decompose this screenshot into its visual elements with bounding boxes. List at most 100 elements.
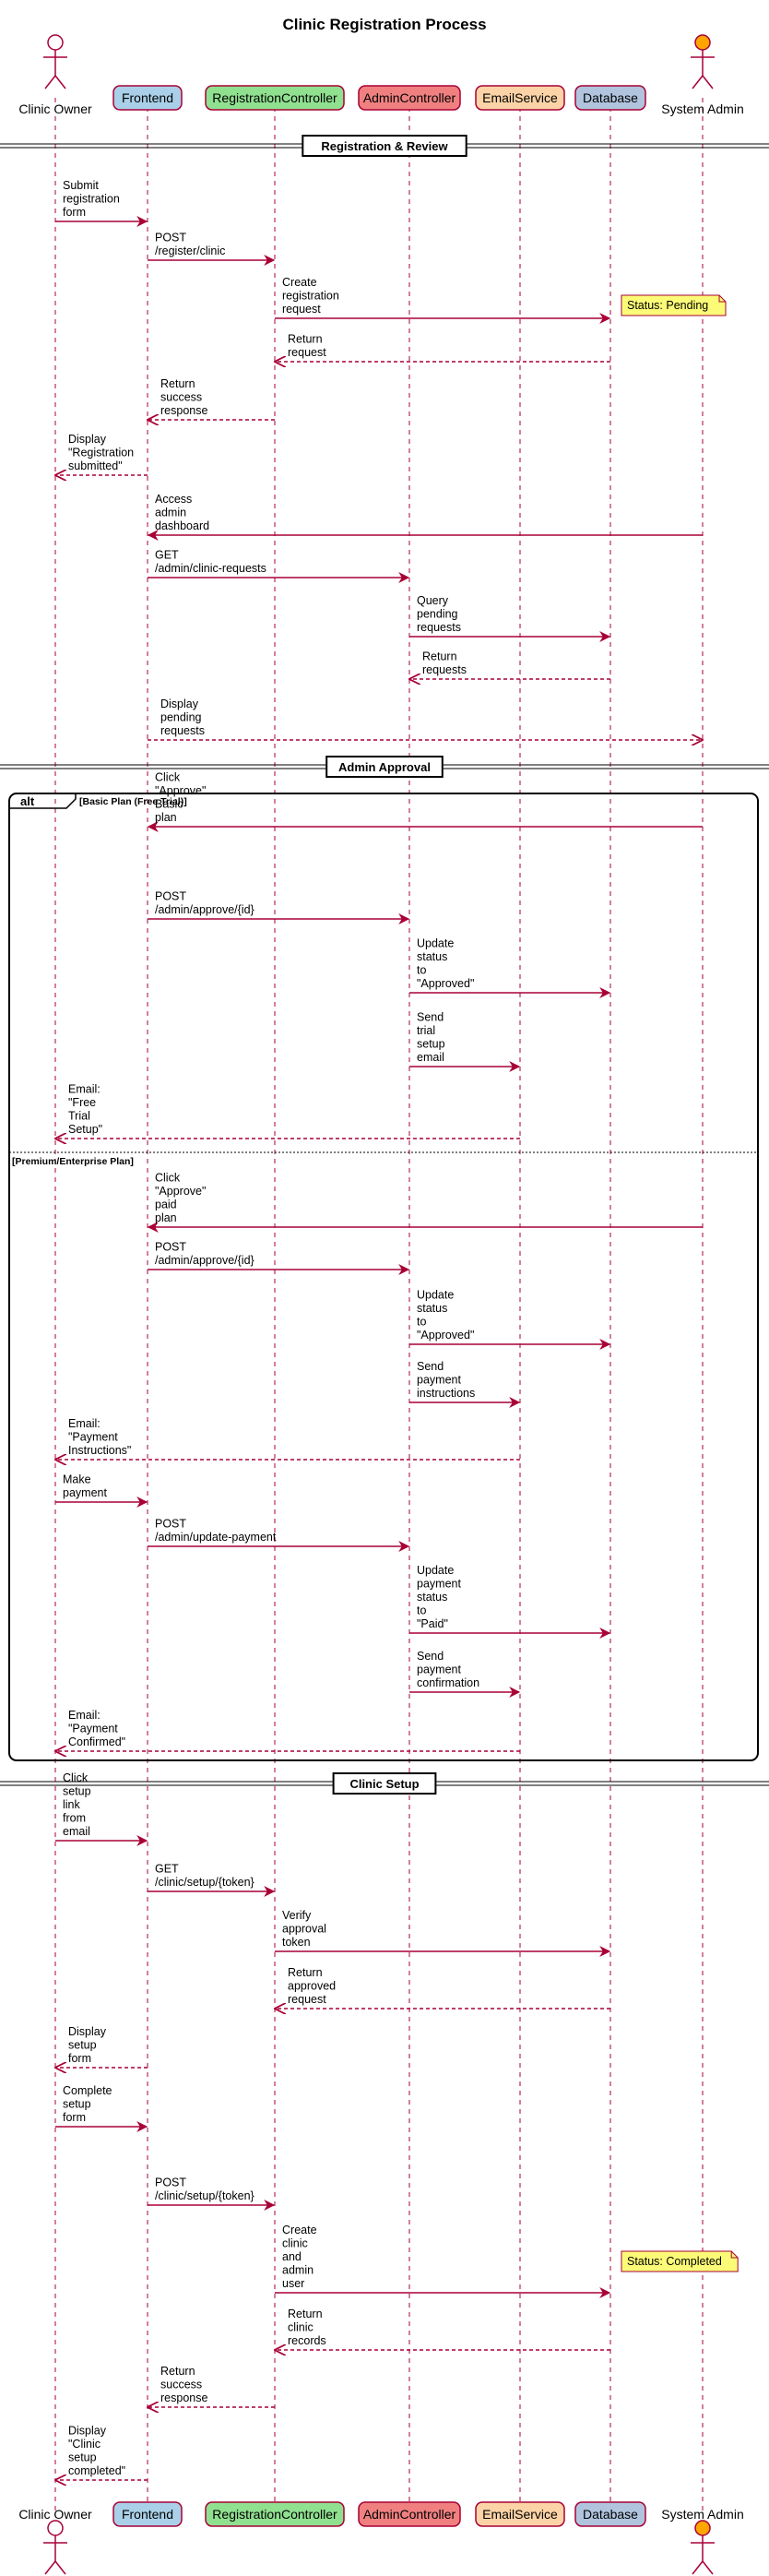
message-text: Create [282,276,317,289]
message-text: form [63,206,86,219]
divider-box [332,1772,437,1795]
message-text: request [288,1993,326,2006]
message-text: Submit [63,179,99,192]
message-text: confirmation [417,1676,479,1689]
message-text: Email: [68,1709,101,1722]
message-text: link [63,1798,81,1811]
alt-frame-border [8,793,759,1761]
message-text: setup [68,2039,97,2052]
alt-keyword: alt [20,794,35,808]
message-text: /admin/approve/{id} [155,1254,254,1267]
participant-fe-top: Frontend [112,85,183,111]
message-text: /admin/update-payment [155,1531,277,1544]
message-text: Return [422,650,457,663]
message-text: records [288,2334,326,2347]
divider-label: Registration & Review [321,139,448,153]
divider-label: Clinic Setup [349,1777,419,1791]
note-corner [718,295,726,303]
actor-leg [692,75,704,89]
participant-label: RegistrationController [212,2507,337,2522]
note-box [621,294,727,316]
actor-head [694,2520,711,2536]
message-text: Update [417,1564,454,1577]
message-text: POST [155,232,186,244]
participant-box [475,85,565,111]
message-text: Click [155,1172,181,1185]
message-text: status [417,1302,447,1315]
message-text: GET [155,1863,179,1876]
message-text: Display [68,433,107,446]
message-text: approval [282,1923,326,1936]
message-text: pending [160,711,202,724]
message-text: POST [155,1518,186,1531]
participant-box [205,85,345,111]
message-text: submitted" [68,459,123,472]
message-text: Query [417,594,449,607]
participant-db-top: Database [574,85,646,111]
participant-label: AdminController [363,90,456,105]
message-text: "Approve" [155,784,206,797]
message-text: payment [63,1486,107,1499]
message-text: email [417,1051,444,1064]
message-text: setup [63,1785,91,1798]
message-text: Return [288,1966,323,1979]
message-text: Setup" [68,1123,102,1136]
message-text: requests [417,621,461,634]
message-text: Return [160,377,195,390]
actor-admin-top: System Admin [661,34,744,116]
message-13: POST/admin/approve/{id} [148,890,410,924]
participant-db-bottom: Database [574,2501,646,2527]
message-text: trial [417,1024,435,1037]
message-text: /clinic/setup/{token} [155,1876,254,1889]
message-text: Return [288,333,323,346]
message-text: user [282,2277,304,2290]
message-text: Send [417,1011,444,1024]
actor-leg [54,75,66,89]
note-text: Status: Completed [627,2255,722,2268]
message-text: Display [68,2025,107,2038]
participant-box [475,2501,565,2527]
message-text: status [417,1591,447,1604]
message-text: Display [68,2425,107,2438]
participant-rc-bottom: RegistrationController [205,2501,345,2527]
message-text: response [160,404,207,417]
message-text: requests [160,724,205,737]
message-text: status [417,950,447,963]
message-text: Complete [63,2084,112,2097]
message-text: "Payment [68,1723,118,1735]
alt-frame: alt[Basic Plan (Free Trial)][Premium/Ent… [8,793,759,1761]
message-text: setup [63,2098,91,2111]
message-text: admin [282,2264,314,2277]
message-text: plan [155,811,177,824]
participant-box [112,85,183,111]
participant-label: EmailService [482,2507,558,2522]
message-text: response [160,2391,207,2404]
actor-leg [54,2560,66,2575]
participant-label: Frontend [122,2507,173,2522]
message-text: approved [288,1980,336,1993]
participant-ac-bottom: AdminController [358,2501,461,2527]
actor-leg [702,2560,714,2575]
actor-leg [44,75,56,89]
message-text: registration [282,290,339,303]
message-text: request [282,303,321,316]
message-text: Trial [68,1110,90,1123]
alt-guard: [Basic Plan (Free Trial)] [79,796,187,807]
message-text: success [160,2379,202,2391]
message-text: Email: [68,1083,101,1096]
message-2: POST/register/clinic [148,232,276,266]
message-18: POST/admin/approve/{id} [148,1241,410,1275]
